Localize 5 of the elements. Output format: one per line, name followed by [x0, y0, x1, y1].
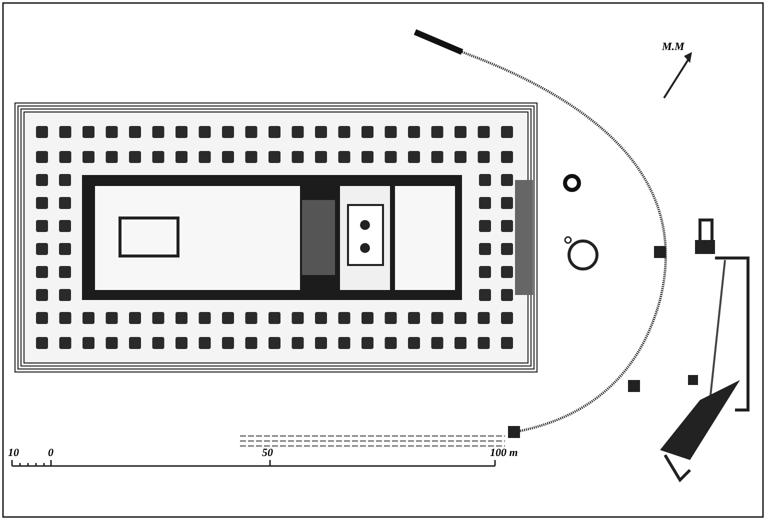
- scale-label: 10: [8, 448, 19, 459]
- scale-label: 50: [262, 448, 273, 459]
- scale-label: 100 m: [490, 448, 518, 459]
- scale-label: 0: [48, 448, 54, 459]
- scale-label: M.M: [662, 42, 684, 53]
